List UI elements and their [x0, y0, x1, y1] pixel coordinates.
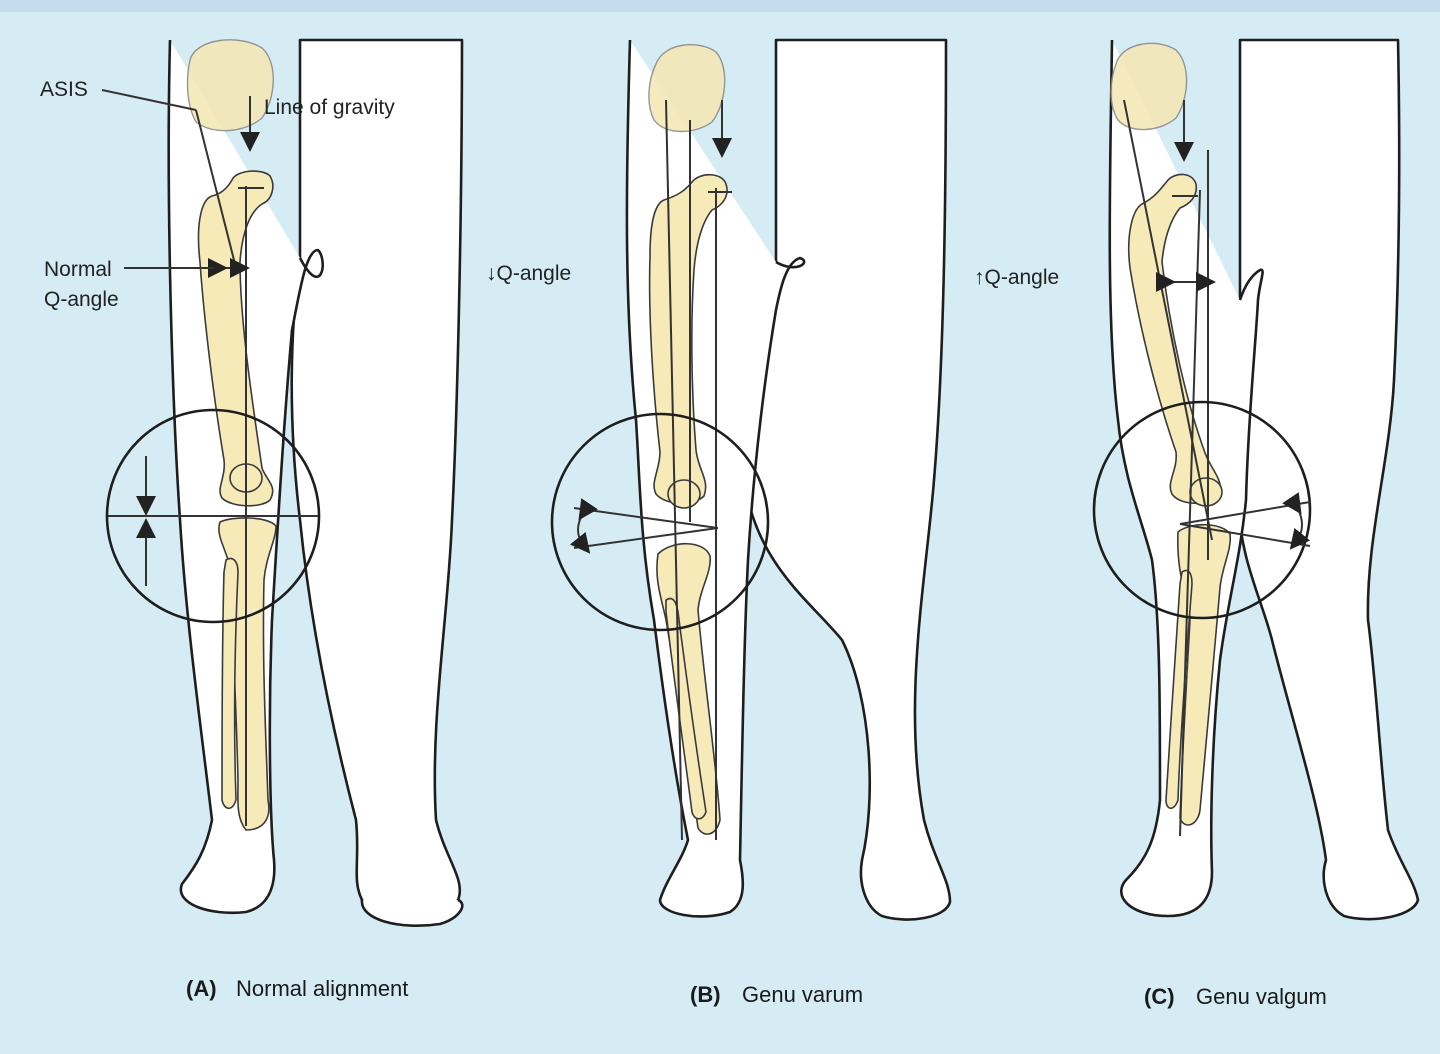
normal-q-angle-label-line1: Normal — [44, 258, 112, 281]
panel-b-caption: Genu varum — [742, 982, 863, 1007]
panel-b-caption-letter: (B) — [690, 982, 721, 1007]
line-of-gravity-label: Line of gravity — [264, 96, 395, 119]
panel-a-caption-letter: (A) — [186, 976, 217, 1001]
panel-a-pelvis-shading — [188, 40, 274, 131]
panel-c-patella — [1190, 478, 1222, 506]
panel-a-caption: Normal alignment — [236, 976, 408, 1001]
normal-q-angle-label-line2: Q-angle — [44, 288, 119, 311]
increased-q-angle-label: ↑Q-angle — [974, 266, 1059, 289]
top-edge-band — [0, 0, 1440, 12]
panel-b-pelvis-shading — [649, 45, 725, 132]
asis-label: ASIS — [40, 78, 88, 101]
panel-b-patella — [668, 480, 700, 508]
panel-c-caption: Genu valgum — [1196, 984, 1327, 1009]
panel-c-caption-letter: (C) — [1144, 984, 1175, 1009]
decreased-q-angle-label: ↓Q-angle — [486, 262, 571, 285]
panel-c-pelvis-shading — [1111, 43, 1187, 129]
